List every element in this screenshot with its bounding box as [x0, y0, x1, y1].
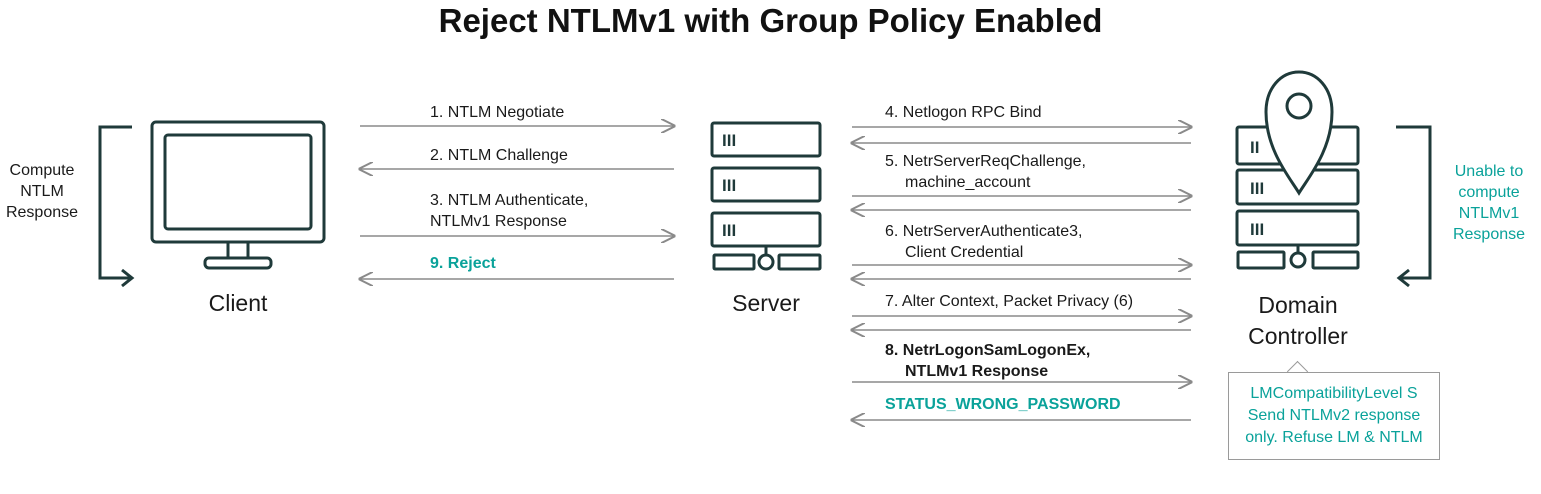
msg-authenticate3: 6. NetrServerAuthenticate3,: [885, 223, 1083, 240]
svg-text:III: III: [1250, 220, 1264, 239]
dc-compute-bracket: [1396, 125, 1432, 288]
msg-alter-context: 7. Alter Context, Packet Privacy (6): [885, 293, 1134, 310]
server-rack-icon: [710, 121, 822, 271]
client-compute-note-line: Response: [5, 204, 79, 221]
dc-unable-note-line: Unable to: [1454, 163, 1524, 180]
svg-text:II: II: [1250, 138, 1259, 157]
dc-unable-note: Unable to compute NTLMv1 Response: [1442, 161, 1536, 245]
domain-controller-label: Domain Controller: [1238, 290, 1358, 352]
client-compute-note: Compute NTLM Response: [0, 160, 84, 223]
location-pin-icon: [1264, 70, 1334, 196]
msg-ntlm-negotiate: 1. NTLM Negotiate: [430, 104, 565, 121]
dc-unable-note-line: compute: [1458, 184, 1520, 201]
msg-samlogon: 8. NetrLogonSamLogonEx,: [885, 342, 1091, 359]
msg-client-credential: Client Credential: [905, 244, 1024, 261]
svg-text:III: III: [722, 221, 736, 240]
msg-samlogon-response: NTLMv1 Response: [905, 363, 1049, 380]
client-compute-note-line: Compute: [9, 162, 75, 179]
server-label: Server: [732, 290, 800, 316]
location-pin-dot: [1285, 92, 1313, 120]
dc-unable-note-line: Response: [1452, 226, 1526, 243]
diagram-title: Reject NTLMv1 with Group Policy Enabled: [438, 2, 1103, 39]
domain-controller-rack-marks: II III III: [1250, 138, 1264, 239]
client-server-arrows: [360, 126, 674, 279]
policy-callout-line: Send NTLMv2 response: [1247, 407, 1421, 424]
policy-callout-line: only. Refuse LM & NTLM: [1245, 429, 1423, 446]
policy-callout: LMCompatibilityLevel S Send NTLMv2 respo…: [1228, 372, 1440, 460]
msg-netlogon-rpc-bind: 4. Netlogon RPC Bind: [885, 104, 1042, 121]
svg-text:III: III: [722, 176, 736, 195]
client-compute-note-line: NTLM: [20, 183, 64, 200]
client-monitor-icon: [150, 120, 326, 270]
msg-machine-account: machine_account: [905, 174, 1031, 191]
policy-callout-line: LMCompatibilityLevel S: [1250, 385, 1418, 402]
client-label: Client: [208, 290, 268, 316]
domain-controller-label-line1: Domain: [1258, 292, 1338, 318]
domain-controller-label-line2: Controller: [1248, 323, 1348, 349]
msg-req-challenge: 5. NetrServerReqChallenge,: [885, 153, 1086, 170]
server-rack-marks: III III III: [722, 131, 736, 240]
server-dc-arrows: [852, 127, 1191, 420]
dc-unable-note-line: NTLMv1: [1458, 205, 1520, 222]
client-compute-bracket: [98, 125, 135, 288]
msg-reject: 9. Reject: [430, 255, 496, 272]
msg-ntlm-challenge: 2. NTLM Challenge: [430, 147, 568, 164]
msg-status-wrong-password: STATUS_WRONG_PASSWORD: [885, 396, 1121, 413]
svg-text:III: III: [1250, 179, 1264, 198]
msg-ntlmv1-response: NTLMv1 Response: [430, 213, 567, 230]
svg-text:III: III: [722, 131, 736, 150]
msg-ntlm-authenticate: 3. NTLM Authenticate,: [430, 192, 589, 209]
